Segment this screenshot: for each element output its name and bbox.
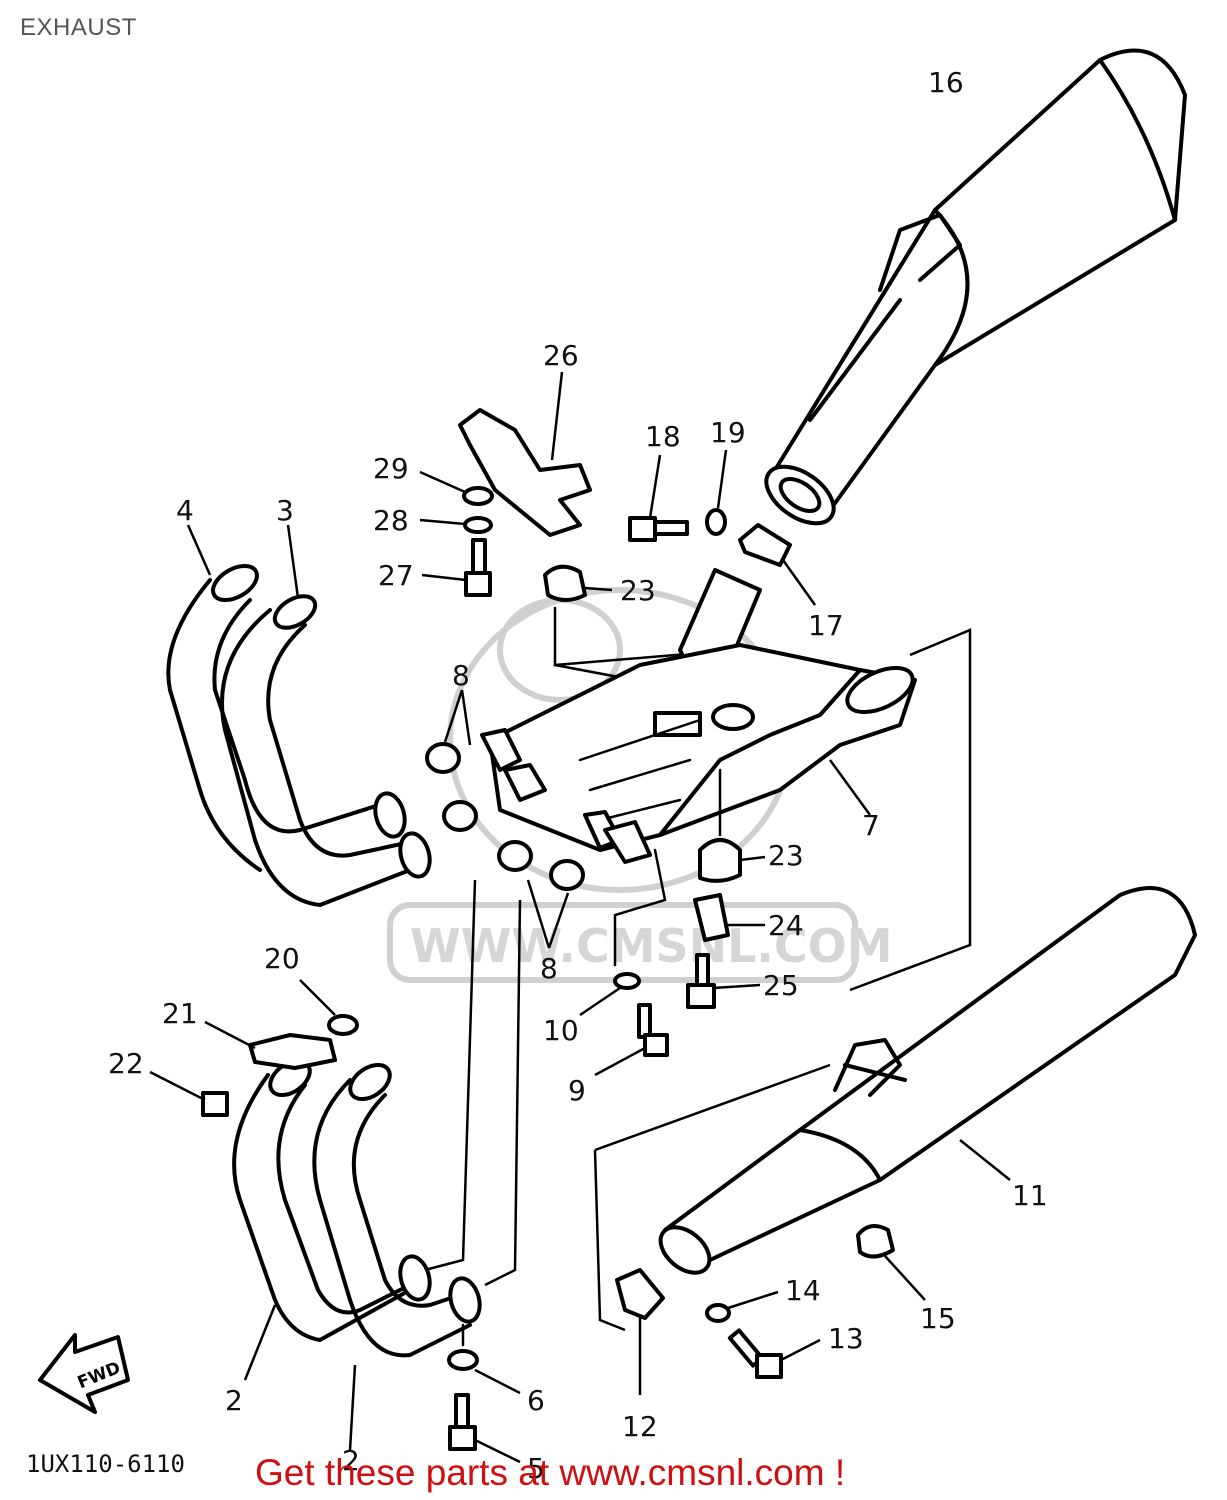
part-4-exhaust-pipe xyxy=(166,524,407,872)
callout-8-lower: 8 xyxy=(540,952,558,985)
part-21-flange xyxy=(204,1020,337,1070)
assembly-guides xyxy=(424,628,972,1332)
part-19-washer xyxy=(705,449,728,536)
callout-14: 14 xyxy=(785,1274,821,1307)
callout-17: 17 xyxy=(808,609,844,642)
part-13-bolt xyxy=(727,1328,821,1379)
part-11-muffler-left xyxy=(658,886,1197,1275)
callout-9: 9 xyxy=(568,1074,586,1107)
callout-27: 27 xyxy=(378,559,414,592)
part-14-washer xyxy=(705,1290,779,1323)
part-17-gasket xyxy=(738,523,817,606)
callout-23-upper: 23 xyxy=(620,574,656,607)
part-12-gasket xyxy=(615,1268,665,1395)
callout-2a: 2 xyxy=(225,1384,243,1417)
part-18-bolt xyxy=(628,454,689,542)
part-5-bolt xyxy=(448,1393,521,1464)
part-16-muffler-right xyxy=(764,48,1187,526)
callout-28: 28 xyxy=(373,504,409,537)
part-9-bolt xyxy=(594,1003,669,1077)
page-title: EXHAUST xyxy=(20,14,137,41)
callout-7: 7 xyxy=(862,809,880,842)
callout-16: 16 xyxy=(928,66,964,99)
part-8-gaskets-upper xyxy=(425,689,478,832)
callout-25: 25 xyxy=(763,969,799,1002)
part-26-bracket xyxy=(458,371,592,537)
callout-13: 13 xyxy=(828,1322,864,1355)
callout-8-upper: 8 xyxy=(452,659,470,692)
callout-20: 20 xyxy=(264,942,300,975)
callout-12: 12 xyxy=(622,1410,658,1443)
part-15-cap xyxy=(856,1224,926,1301)
callout-26: 26 xyxy=(543,339,579,372)
callout-21: 21 xyxy=(162,997,198,1030)
callout-23-lower: 23 xyxy=(768,839,804,872)
callout-labels: 2 2 3 4 5 6 7 8 8 9 10 11 12 13 14 15 16… xyxy=(108,66,1048,1485)
callout-29: 29 xyxy=(373,452,409,485)
callout-18: 18 xyxy=(645,420,681,453)
part-27-bolt xyxy=(421,538,492,597)
forward-arrow: FWD xyxy=(38,1333,130,1414)
callout-3: 3 xyxy=(276,494,294,527)
promo-link[interactable]: Get these parts at www.cmsnl.com ! xyxy=(255,1452,846,1493)
diagram-code: 1UX110-6110 xyxy=(26,1450,185,1478)
part-29-washer xyxy=(419,470,494,506)
part-10-washer xyxy=(579,972,641,1017)
callout-5: 5 xyxy=(527,1452,545,1485)
callout-6: 6 xyxy=(527,1384,545,1417)
callout-15: 15 xyxy=(920,1302,956,1335)
part-2-exhaust-pipe-outer xyxy=(232,1058,432,1381)
callout-4: 4 xyxy=(176,494,194,527)
part-28-washer xyxy=(419,516,493,534)
callout-19: 19 xyxy=(710,416,746,449)
callout-11: 11 xyxy=(1012,1179,1048,1212)
part-25-bolt xyxy=(686,953,761,1009)
part-8-gaskets-lower xyxy=(497,840,585,949)
part-20-washer xyxy=(299,979,359,1036)
part-2-exhaust-pipe-inner xyxy=(312,1062,482,1451)
part-7-collector xyxy=(480,568,917,864)
watermark-text: WWW.CMSNL.COM xyxy=(410,919,893,973)
part-24-collar xyxy=(693,893,765,942)
callout-2b: 2 xyxy=(342,1444,360,1477)
callout-22: 22 xyxy=(108,1047,144,1080)
part-23-cap-lower xyxy=(698,768,766,883)
part-22-nut xyxy=(149,1070,229,1117)
part-3-exhaust-pipe xyxy=(220,524,432,907)
part-6-washer xyxy=(447,1323,521,1395)
callout-10: 10 xyxy=(543,1014,579,1047)
callout-24: 24 xyxy=(768,909,804,942)
